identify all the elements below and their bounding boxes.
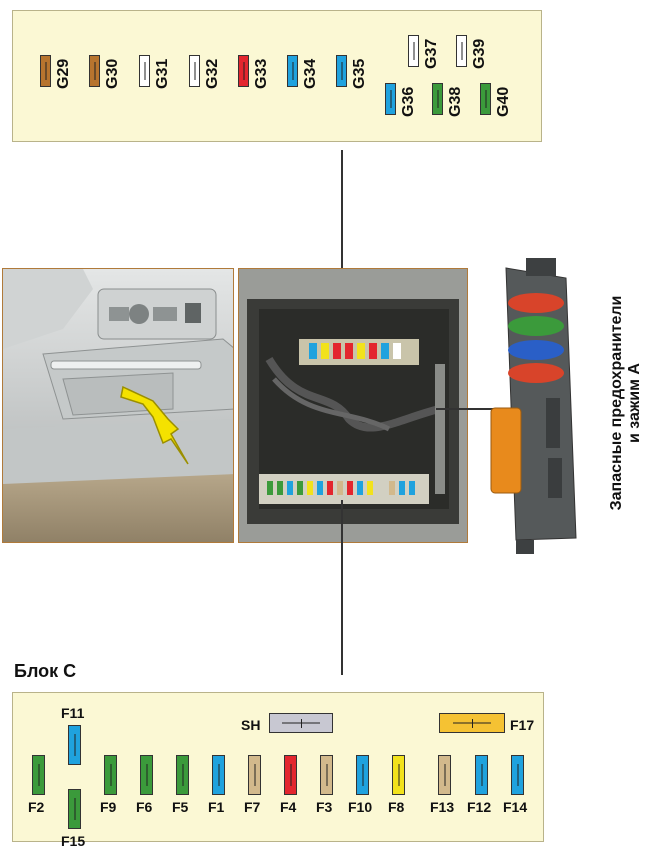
fuse-f2-label: F2 — [28, 799, 45, 815]
photo-fuse-box — [238, 268, 468, 543]
fuse-box-illustration — [239, 269, 467, 542]
fuse-g31 — [139, 55, 150, 87]
block-title: Блок С — [14, 661, 77, 681]
spare-fuses-caption-line2: и зажим А — [626, 363, 643, 443]
leader-line-spare — [436, 408, 512, 410]
photo-dashboard — [2, 268, 234, 543]
fuse-f13 — [438, 755, 451, 795]
fuse-g34-label: G34 — [302, 58, 319, 89]
fuse-f1 — [212, 755, 225, 795]
fuse-g29 — [40, 55, 51, 87]
fuse-g36 — [385, 83, 396, 115]
fuse-f13-label: F13 — [430, 799, 455, 815]
fuse-g30 — [89, 55, 100, 87]
fuse-g38-label: G38 — [447, 86, 464, 117]
fuse-f10-label: F10 — [348, 799, 373, 815]
fuse-g33 — [238, 55, 249, 87]
fuse-g40-label: G40 — [495, 86, 512, 117]
fuse-g32-label: G32 — [204, 58, 221, 89]
fuse-g39 — [456, 35, 467, 67]
fuse-g35 — [336, 55, 347, 87]
fuse-f3 — [320, 755, 333, 795]
fuse-f4 — [284, 755, 297, 795]
fuse-f14-label: F14 — [503, 799, 528, 815]
fuse-g40 — [480, 83, 491, 115]
spare-holder-illustration — [490, 258, 577, 554]
fuse-g37-label: G37 — [423, 38, 440, 69]
fuse-g29-label: G29 — [55, 58, 72, 89]
fuse-f9 — [104, 755, 117, 795]
fuse-f12-label: F12 — [467, 799, 492, 815]
fuse-f15-label: F15 — [61, 833, 86, 849]
fuse-g34 — [287, 55, 298, 87]
fuse-f17 — [439, 713, 505, 733]
fuse-g35-label: G35 — [351, 58, 368, 89]
leader-line-top — [341, 150, 343, 345]
fuse-f1-label: F1 — [208, 799, 225, 815]
fuse-f12 — [475, 755, 488, 795]
fuse-f5 — [176, 755, 189, 795]
spare-fuses-caption-line1: Запасные предохранители — [608, 295, 625, 511]
fuse-f15 — [68, 789, 81, 829]
fuse-f7 — [248, 755, 261, 795]
fuse-f9-label: F9 — [100, 799, 117, 815]
fuse-f8-label: F8 — [388, 799, 405, 815]
fuse-g33-label: G33 — [253, 58, 270, 89]
fuse-f6 — [140, 755, 153, 795]
fuse-sh — [269, 713, 333, 733]
fuse-f4-label: F4 — [280, 799, 297, 815]
leader-line-bottom — [341, 500, 343, 675]
spare-fuses-caption: Запасные предохранители и зажим А — [608, 243, 644, 563]
fuse-f11-label: F11 — [61, 705, 85, 721]
fuse-f3-label: F3 — [316, 799, 333, 815]
fuse-g38 — [432, 83, 443, 115]
fuse-g39-label: G39 — [471, 38, 488, 69]
fuse-f10 — [356, 755, 369, 795]
spare-fuse-holder — [476, 258, 596, 558]
fuse-f7-label: F7 — [244, 799, 261, 815]
bottom-fuse-panel: F11 F2 F15 F9 F6 F5 F1 F7 F4 F3 F10 F8 F… — [12, 692, 544, 849]
fuse-f14 — [511, 755, 524, 795]
fuse-f11 — [68, 725, 81, 765]
top-fuse-panel: G29 G30 G31 G32 G33 G34 G35 G36 G37 G38 … — [12, 10, 542, 142]
dashboard-illustration — [3, 269, 233, 542]
fuse-g36-label: G36 — [400, 86, 417, 117]
fuse-f8 — [392, 755, 405, 795]
fuse-g32 — [189, 55, 200, 87]
fuse-f5-label: F5 — [172, 799, 189, 815]
fuse-f6-label: F6 — [136, 799, 153, 815]
fuse-g37 — [408, 35, 419, 67]
fuse-sh-label: SH — [241, 717, 261, 733]
fuse-g30-label: G30 — [104, 58, 121, 89]
fuse-f17-label: F17 — [510, 717, 535, 733]
fuse-g31-label: G31 — [154, 58, 171, 89]
fuse-f2 — [32, 755, 45, 795]
